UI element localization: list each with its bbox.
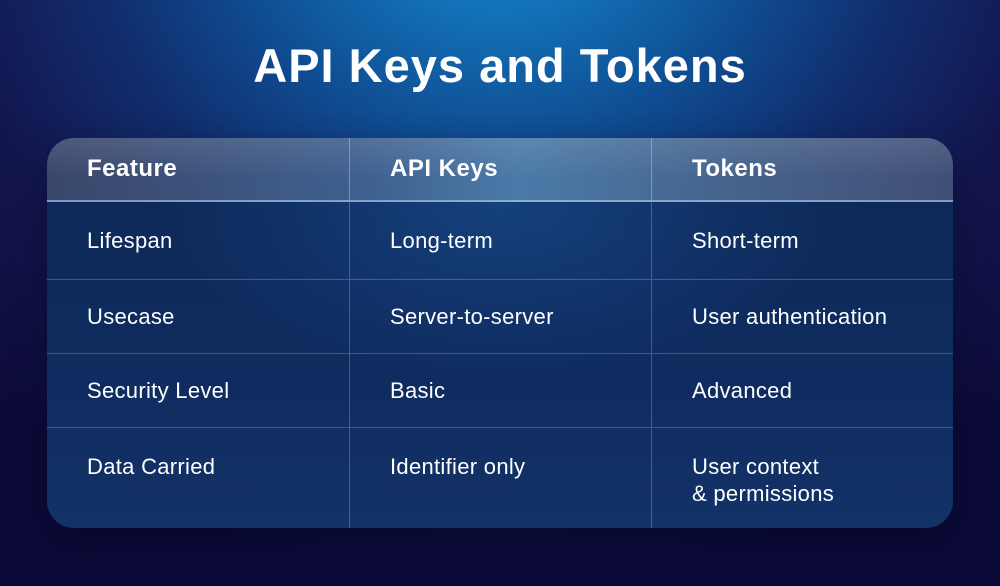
cell-lifespan-tokens: Short-term <box>651 202 953 279</box>
table-row-lifespan: Lifespan Long-term Short-term <box>47 202 953 279</box>
table-body: Lifespan Long-term Short-term Usecase Se… <box>47 202 953 528</box>
column-header-tokens: Tokens <box>651 138 953 200</box>
column-header-feature: Feature <box>87 155 178 182</box>
cell-usecase-feature: Usecase <box>87 304 175 329</box>
table-row-data-carried: Data Carried Identifier only User contex… <box>47 427 953 528</box>
cell-data-carried-feature: Data Carried <box>87 454 216 479</box>
cell-security-level-feature: Security Level <box>87 378 230 403</box>
cell-data-carried-api-keys: Identifier only <box>349 428 651 528</box>
cell-data-carried-tokens: User context & permissions <box>651 428 953 528</box>
cell-usecase-tokens: User authentication <box>651 280 953 353</box>
cell-usecase-api-keys: Server-to-server <box>349 280 651 353</box>
page-title: API Keys and Tokens <box>253 39 747 92</box>
cell-lifespan-feature: Lifespan <box>87 228 173 253</box>
cell-security-level-api-keys: Basic <box>349 354 651 427</box>
table-row-usecase: Usecase Server-to-server User authentica… <box>47 279 953 353</box>
comparison-table: Feature API Keys Tokens Lifespan Long-te… <box>47 138 953 528</box>
cell-security-level-tokens: Advanced <box>651 354 953 427</box>
table-header-row: Feature API Keys Tokens <box>47 138 953 202</box>
cell-lifespan-api-keys: Long-term <box>349 202 651 279</box>
table-row-security-level: Security Level Basic Advanced <box>47 353 953 427</box>
column-header-api-keys: API Keys <box>349 138 651 200</box>
